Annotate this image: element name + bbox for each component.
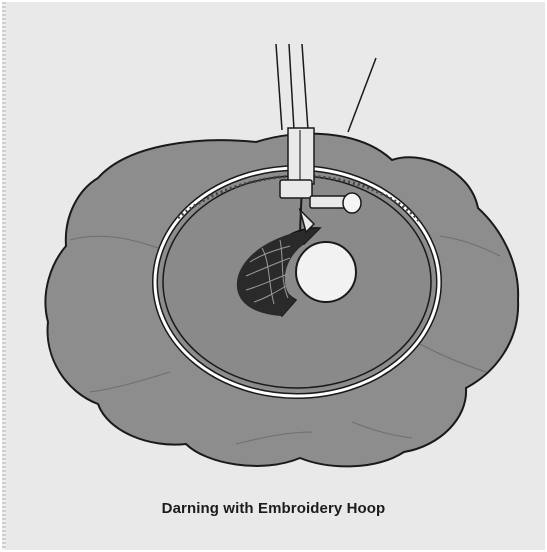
fabric-hole: [296, 242, 356, 302]
figure-caption: Darning with Embroidery Hoop: [0, 500, 547, 517]
